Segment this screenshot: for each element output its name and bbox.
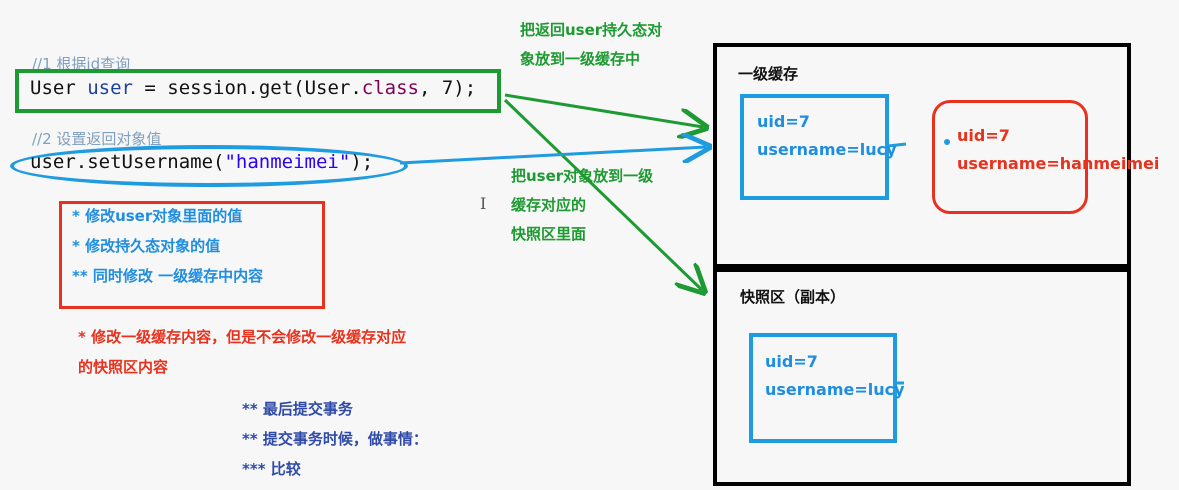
snapshot-object-box — [749, 333, 897, 443]
commit-note-line: ** 最后提交事务 — [242, 400, 353, 418]
modify-notes: * 修改user对象里面的值 * 修改持久态对象的值 ** 同时修改 一级缓存中… — [72, 201, 263, 291]
code-args: , 7); — [418, 77, 477, 99]
code-var: user — [87, 77, 133, 99]
commit-note: ** 最后提交事务 ** 提交事务时候，做事情： *** 比较 — [242, 394, 428, 484]
code-line-2: user.setUsername("hanmeimei"); — [30, 151, 373, 173]
first-level-cache-panel — [713, 43, 1131, 272]
modify-note-line: ** 同时修改 一级缓存中内容 — [72, 267, 264, 285]
modified-uid: uid=7 — [957, 126, 1010, 145]
code-end: ); — [350, 151, 374, 173]
modified-username: username=hanmeimei — [957, 154, 1160, 173]
cache-username: username=lucy — [757, 140, 897, 159]
text-cursor-icon: I — [480, 194, 487, 213]
commit-note-line: *** 比较 — [242, 460, 301, 478]
modify-note-line: * 修改持久态对象的值 — [72, 237, 221, 255]
arrow-cache-modify — [887, 142, 907, 148]
note-line: 把user对象放到一级 — [511, 167, 654, 185]
code-line-1: User user = session.get(User.class, 7); — [30, 77, 476, 99]
note-put-cache: 把返回user持久态对 象放到一级缓存中 — [520, 16, 662, 74]
note-line: 快照区里面 — [511, 225, 587, 243]
code-comment-1: //1 根据id查询 — [32, 55, 131, 73]
snapshot-note: * 修改一级缓存内容，但是不会修改一级缓存对应 的快照区内容 — [78, 322, 406, 382]
note-line: 象放到一级缓存中 — [520, 50, 641, 68]
snapshot-uid: uid=7 — [765, 352, 818, 371]
code-call: = session.get(User. — [132, 77, 362, 99]
dot-marker — [944, 139, 950, 145]
note-line: 缓存对应的 — [511, 196, 587, 214]
snapshot-note-line: * 修改一级缓存内容，但是不会修改一级缓存对应 — [78, 328, 407, 346]
code-string: "hanmeimei" — [224, 151, 351, 173]
code-comment-2: //2 设置返回对象值 — [32, 130, 162, 148]
code-type: User — [30, 77, 76, 99]
cache-object-values: uid=7 username=lucy — [757, 108, 897, 164]
code-keyword: class — [361, 77, 419, 99]
arrow-to-snapshot — [503, 98, 702, 290]
note-line: 把返回user持久态对 — [520, 21, 663, 39]
snapshot-note-line: 的快照区内容 — [78, 358, 169, 376]
modified-object-values: uid=7 username=hanmeimei — [957, 122, 1159, 178]
snapshot-username: username=lucy — [765, 380, 905, 399]
arrow-set-username — [399, 147, 706, 165]
commit-note-line: ** 提交事务时候，做事情： — [242, 430, 428, 448]
code-line-1-box — [15, 69, 501, 113]
note-put-snapshot: 把user对象放到一级 缓存对应的 快照区里面 — [511, 162, 653, 249]
modify-notes-box — [59, 201, 325, 309]
modified-object-box — [932, 100, 1088, 214]
code-setter: user.setUsername( — [30, 151, 225, 173]
first-level-cache-title: 一级缓存 — [738, 65, 799, 83]
snapshot-object-values: uid=7 username=lucy — [765, 348, 905, 404]
snapshot-panel — [713, 264, 1131, 486]
cache-object-box — [740, 94, 889, 200]
cache-uid: uid=7 — [757, 112, 810, 131]
code-line-2-ellipse — [10, 145, 408, 187]
arrow-to-cache — [504, 93, 703, 127]
snapshot-title: 快照区（副本） — [740, 288, 846, 306]
modify-note-line: * 修改user对象里面的值 — [72, 207, 243, 225]
